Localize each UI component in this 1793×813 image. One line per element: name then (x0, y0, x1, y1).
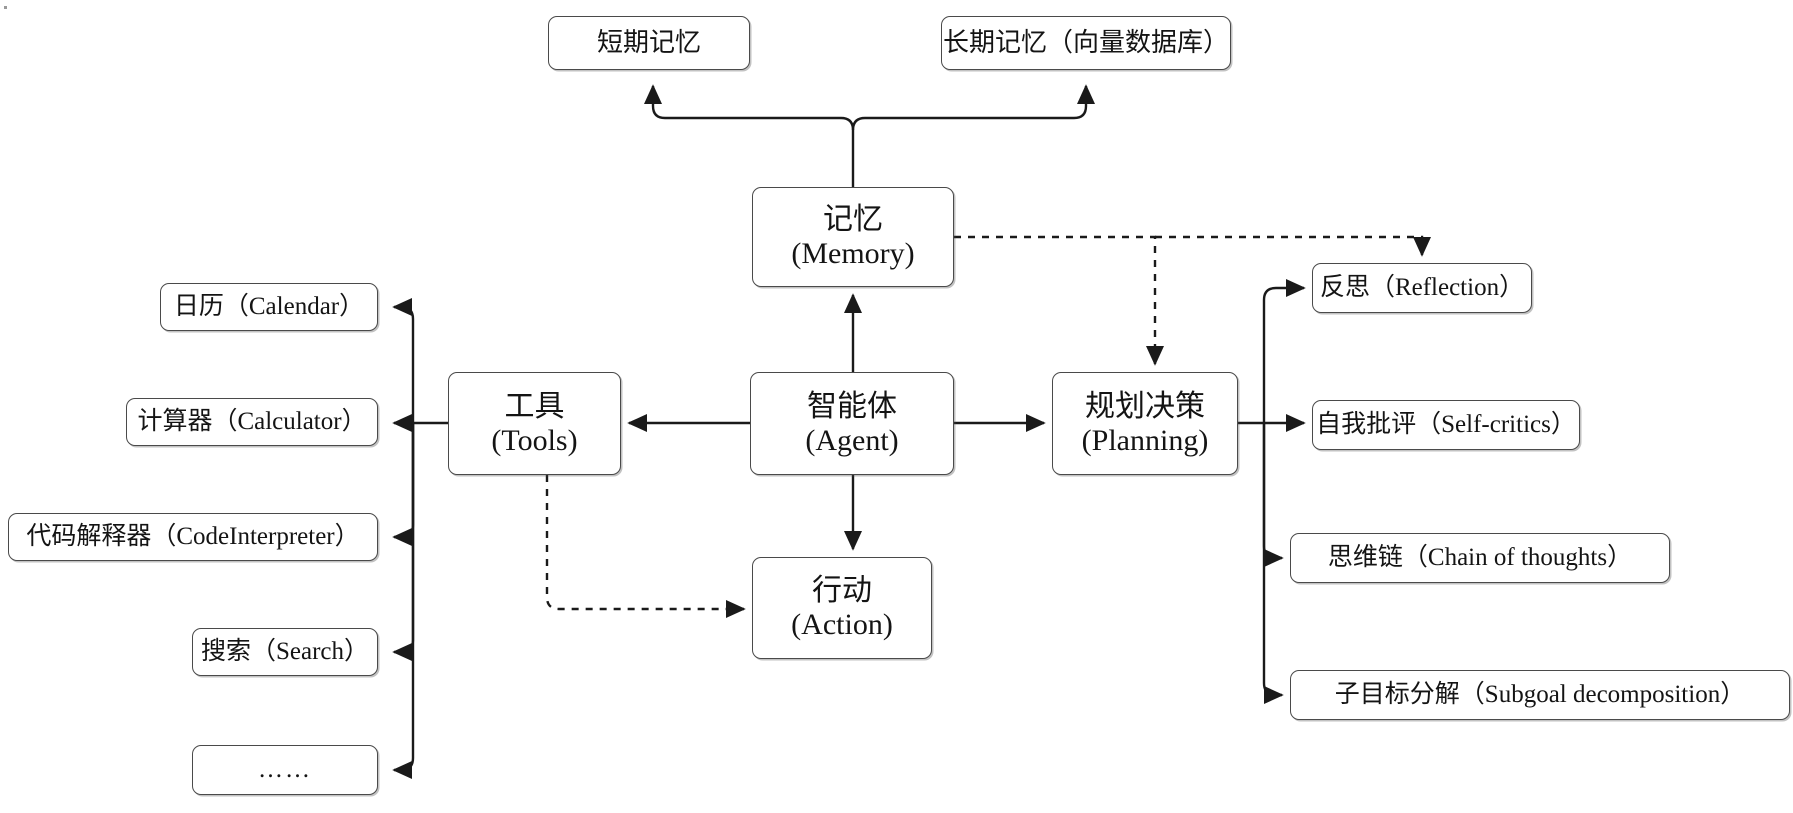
node-label: …… (258, 756, 312, 783)
edge-plan-reflection (1262, 279, 1306, 423)
node-label: 代码解释器（CodeInterpreter） (26, 523, 360, 550)
node-label: 子目标分解（Subgoal decomposition） (1334, 681, 1746, 708)
node-label-cn: 智能体 (807, 389, 897, 423)
node-label-cn: 规划决策 (1085, 389, 1205, 423)
node-label: 自我批评（Self-critics） (1316, 411, 1576, 438)
edge-tool-more (392, 423, 415, 779)
node-tool-calendar[interactable]: 日历（Calendar） (160, 283, 378, 331)
edge-memory-split (644, 84, 855, 187)
node-memory[interactable]: 记忆 (Memory) (752, 187, 954, 287)
edge-memory-planning-dashed (954, 235, 1164, 366)
edge-plan-subgoal (1262, 423, 1284, 704)
edge-plan-chain (1262, 423, 1284, 567)
edge-memory-longterm (851, 84, 1095, 131)
node-label-cn: 工具 (504, 389, 565, 423)
node-label-cn: 记忆 (823, 203, 883, 237)
node-tool-search[interactable]: 搜索（Search） (192, 628, 378, 676)
edge-tool-search (392, 423, 415, 661)
node-label-en: (Action) (791, 608, 893, 641)
node-label: 长期记忆（向量数据库） (942, 28, 1229, 58)
node-tool-more[interactable]: …… (192, 745, 378, 795)
node-tool-calculator[interactable]: 计算器（Calculator） (126, 398, 378, 446)
artifact-speck (4, 6, 7, 9)
node-planning-self-critics[interactable]: 自我批评（Self-critics） (1312, 400, 1580, 450)
node-label: 计算器（Calculator） (137, 408, 367, 435)
node-label: 反思（Reflection） (1319, 274, 1525, 301)
node-agent[interactable]: 智能体 (Agent) (750, 372, 954, 475)
edge-memory-reflection-dashed (1155, 235, 1431, 257)
node-label-en: (Memory) (791, 237, 915, 270)
node-tools[interactable]: 工具 (Tools) (448, 372, 621, 475)
node-tool-code-interpreter[interactable]: 代码解释器（CodeInterpreter） (8, 513, 378, 561)
node-long-term-memory[interactable]: 长期记忆（向量数据库） (941, 16, 1231, 70)
node-planning-reflection[interactable]: 反思（Reflection） (1312, 263, 1532, 313)
node-label-cn: 行动 (812, 574, 872, 608)
edge-tool-code (392, 423, 415, 546)
node-label-en: (Planning) (1081, 423, 1209, 457)
node-label-en: (Agent) (805, 423, 899, 457)
node-planning-chain-of-thoughts[interactable]: 思维链（Chain of thoughts） (1290, 533, 1670, 583)
node-label: 日历（Calendar） (173, 293, 365, 320)
edge-tools-action-dashed (545, 475, 746, 618)
edge-tool-calendar (392, 298, 415, 423)
node-label: 思维链（Chain of thoughts） (1327, 544, 1633, 571)
node-planning[interactable]: 规划决策 (Planning) (1052, 372, 1238, 475)
node-action[interactable]: 行动 (Action) (752, 557, 932, 659)
node-label: 搜索（Search） (200, 638, 370, 665)
node-short-term-memory[interactable]: 短期记忆 (548, 16, 750, 70)
node-label-en: (Tools) (491, 423, 578, 457)
node-label: 短期记忆 (596, 28, 701, 58)
node-planning-subgoal-decomposition[interactable]: 子目标分解（Subgoal decomposition） (1290, 670, 1790, 720)
